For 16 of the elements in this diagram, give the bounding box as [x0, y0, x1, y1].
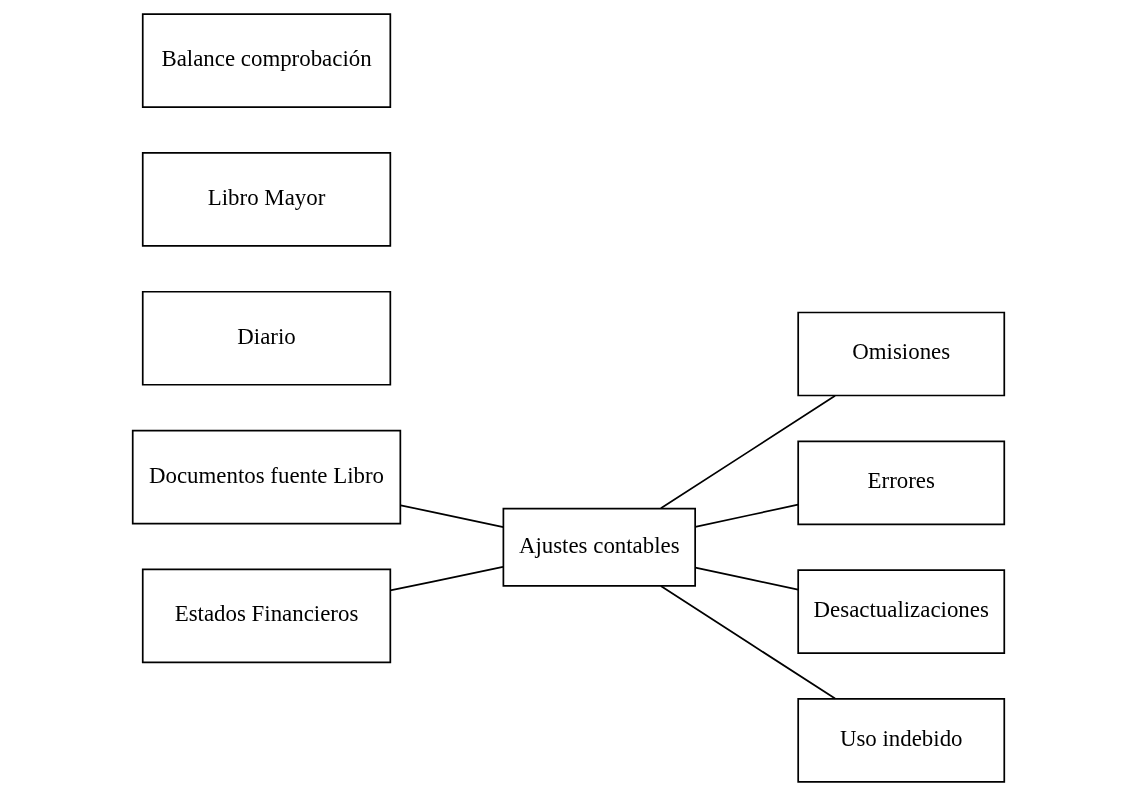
connector — [659, 585, 836, 700]
node-box: Errores — [796, 440, 1005, 526]
node-box: Desactualizaciones — [796, 569, 1005, 654]
node-box: Ajustes contables — [502, 507, 696, 587]
connector — [694, 503, 799, 528]
connector — [388, 566, 504, 592]
node-box: Libro Mayor — [141, 152, 391, 247]
node-box: Uso indebido — [796, 698, 1005, 783]
connector — [694, 566, 799, 591]
node-box: Diario — [141, 290, 391, 386]
node-box: Omisiones — [796, 311, 1005, 397]
node-box: Balance comprobación — [141, 13, 391, 108]
connector — [659, 394, 836, 510]
node-box: Documentos fuente Libro — [131, 429, 401, 525]
connector — [399, 504, 504, 528]
node-box: Estados Financieros — [141, 568, 391, 664]
